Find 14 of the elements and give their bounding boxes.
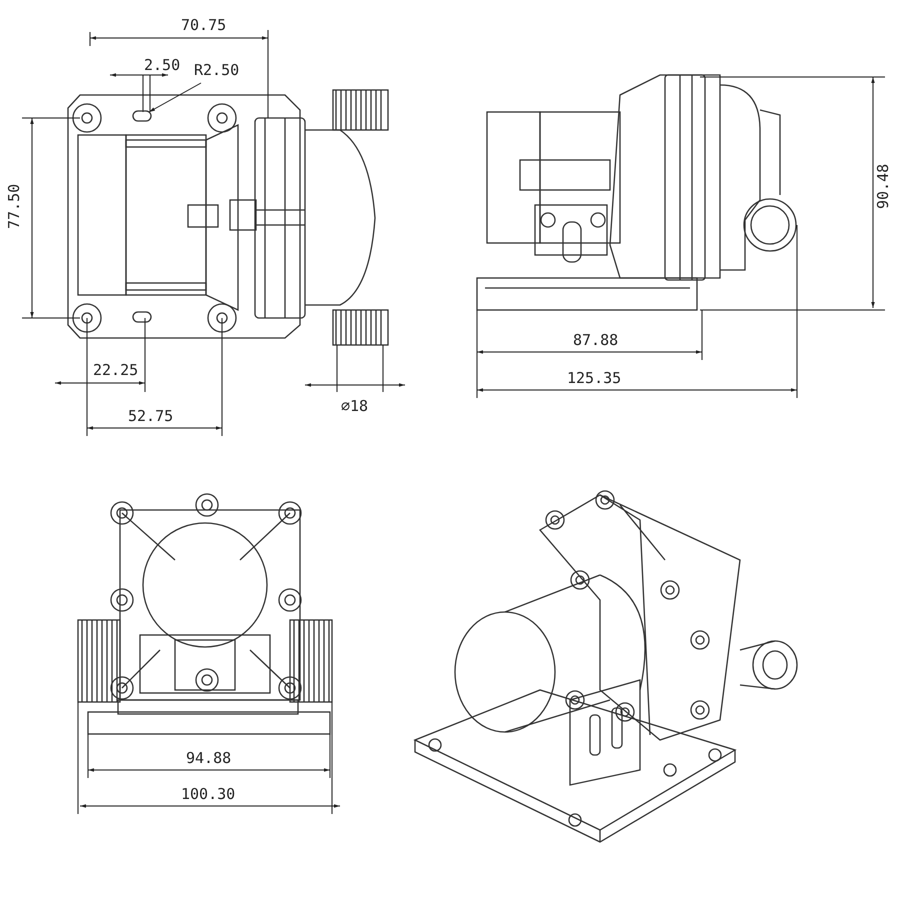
dimension-value: 125.35 [566,370,622,386]
dimension-value: ⌀18 [340,398,370,414]
mounting-slot [132,110,152,122]
dimension-value: 52.75 [127,408,174,424]
dimension-value: 90.48 [875,162,891,210]
dimension-value: 77.50 [6,182,22,230]
dimension-value: 22.25 [92,362,140,378]
dimension-value: 94.88 [185,750,232,766]
dimension-value: 87.88 [572,332,620,348]
dimension-value: 2.50 [143,57,182,73]
dimension-value: 70.75 [180,17,228,33]
radius-callout: R2.50 [193,62,240,78]
leader-line [148,82,202,112]
dimension-value: 100.30 [180,786,236,802]
